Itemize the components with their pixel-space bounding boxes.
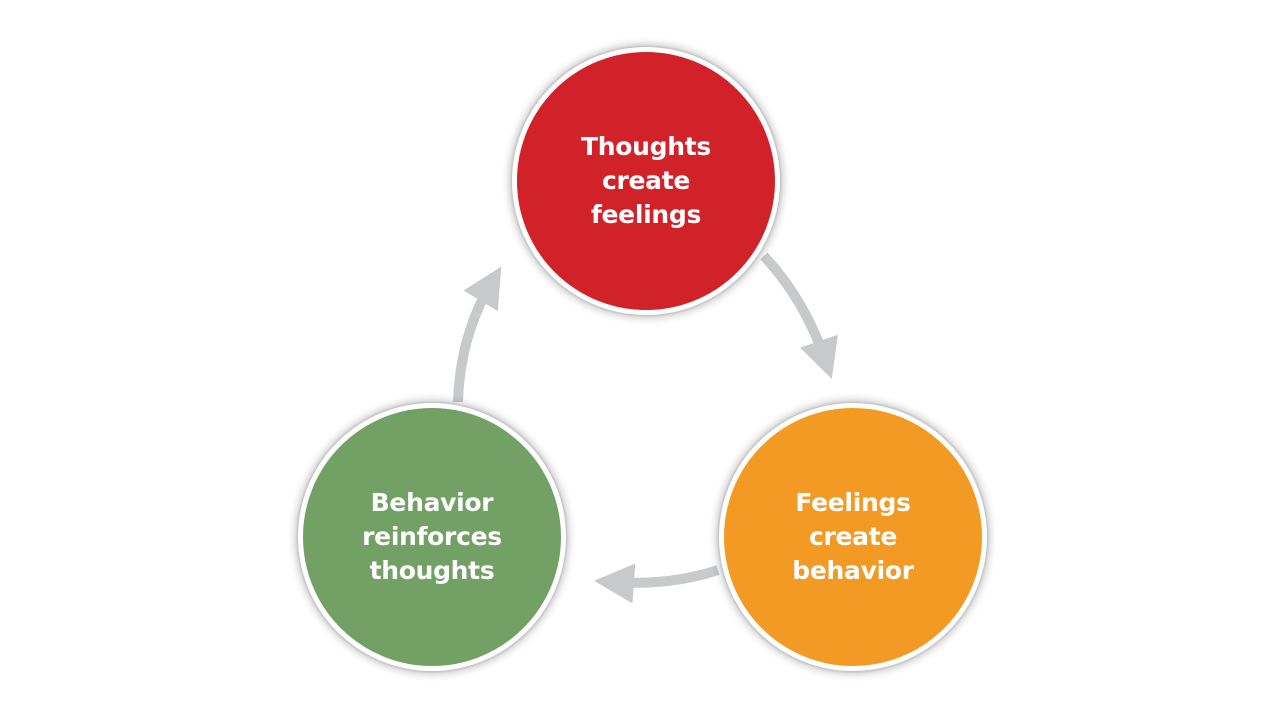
node-behavior: Behavior reinforces thoughts — [298, 403, 566, 671]
node-thoughts-label: Thoughts create feelings — [581, 132, 711, 229]
node-behavior-label: Behavior reinforces thoughts — [362, 488, 502, 585]
node-thoughts: Thoughts create feelings — [512, 47, 780, 315]
arrow-thoughts-to-feelings — [760, 252, 838, 380]
node-feelings-label: Feelings create behavior — [792, 488, 914, 585]
node-feelings: Feelings create behavior — [719, 403, 987, 671]
arrow-feelings-to-behavior — [594, 563, 720, 604]
arrow-behavior-to-thoughts — [453, 266, 502, 403]
